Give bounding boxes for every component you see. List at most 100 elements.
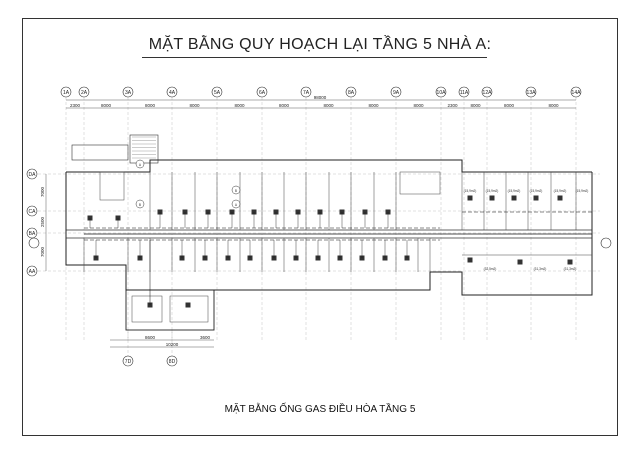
grid-label-AA: AA: [29, 269, 36, 275]
grid-label-2A: 2A: [81, 90, 88, 96]
top-dim-11: 8000: [504, 103, 515, 108]
ac-indoor-unit: [185, 302, 191, 308]
grid-bubble-8A: [345, 86, 357, 98]
outer-wall: [65, 172, 593, 296]
top-dim-2: 8000: [145, 103, 156, 108]
room-labels: (15,9m2) (15,9m2) (15,9m2) (15,9m2) (15,9m2)…: [135, 159, 589, 271]
ac-indoor-unit: [511, 195, 517, 201]
grid-bubble-11A: [458, 86, 470, 98]
drawing-title: MẶT BẰNG QUY HOẠCH LẠI TẦNG 5 NHÀ A:: [148, 36, 492, 53]
grid-label-4A: 4A: [169, 90, 176, 96]
grid-label-9A: 9A: [393, 90, 400, 96]
section-marker-2: [231, 199, 241, 209]
drawing-frame: [22, 18, 618, 436]
grid-bubble-9A: [390, 86, 402, 98]
room-area-label-2: (15,9m2): [508, 189, 521, 193]
section-marker-3: [231, 185, 241, 195]
section-marker-1: [135, 199, 145, 209]
grid-label-12A: 12A: [483, 90, 493, 96]
grid-label-8A: 8A: [348, 90, 355, 96]
gas-pipes: [84, 211, 592, 305]
top-dim-4: 8000: [234, 103, 245, 108]
grid-bubble-4A: [166, 86, 178, 98]
top-dim-10: 8000: [470, 103, 481, 108]
section-marker-label-1: B: [139, 203, 141, 207]
ac-indoor-unit: [567, 259, 573, 265]
room-area-label-0: (15,9m2): [464, 189, 477, 193]
south-room-a: [131, 295, 163, 323]
north-wall: [66, 159, 592, 173]
room-partitions: [66, 172, 592, 272]
stair-core-east: [399, 171, 441, 195]
ac-indoor-unit: [467, 195, 473, 201]
dimension-lines: 98000 2300 8000 8000 8000 8000 8000 8000 8000 800…: [40, 95, 576, 348]
grid-bubble-7D: [122, 355, 134, 367]
grid-bubble-2A: [78, 86, 90, 98]
grid-bubble-DA: [26, 168, 38, 180]
room-area-label-1: (15,9m2): [486, 189, 499, 193]
ac-indoor-unit: [467, 257, 473, 263]
grid-bubble-1A: [60, 86, 72, 98]
elevator-core: [99, 171, 125, 201]
grid-label-7A: 7A: [303, 90, 310, 96]
section-marker-label-3: B: [235, 189, 237, 193]
room-area-label-7: (31,3m2): [534, 267, 547, 271]
left-dim-0: 7000: [40, 186, 45, 197]
ac-units: [87, 195, 573, 308]
top-dim-8: 8000: [413, 103, 424, 108]
grid-label-13A: 13A: [527, 90, 537, 96]
bottom-dim-2: 3600: [200, 335, 211, 340]
section-marker-label-0: A: [139, 163, 142, 167]
top-dim-6: 8000: [323, 103, 334, 108]
ac-indoor-unit: [533, 195, 539, 201]
bottom-dim-1: 10200: [166, 342, 179, 347]
grid-bubble-CA: [26, 205, 38, 217]
building-walls: [65, 134, 593, 331]
grid-bubble-BA: [26, 227, 38, 239]
overall-dim-text: 98000: [314, 95, 327, 100]
grid-label-DA: DA: [29, 172, 37, 178]
grid-bubble-8D: [166, 355, 178, 367]
south-room-b: [169, 295, 209, 323]
grid-label-CA: CA: [29, 209, 37, 215]
title-underline: [142, 57, 487, 58]
grid-bubble-12A: [481, 86, 493, 98]
section-mark-right: [600, 237, 612, 249]
room-area-label-6: (32,5m2): [484, 267, 497, 271]
room-area-label-3: (15,9m2): [530, 189, 543, 193]
drawing-subtitle: MẶT BẰNG ỐNG GAS ĐIỀU HÒA TẦNG 5: [224, 404, 416, 415]
grid-bubble-10A: [435, 86, 447, 98]
room-area-label-4: (15,9m2): [554, 189, 567, 193]
grid-bottom: 7D 8D: [122, 330, 178, 367]
grid-bubble-5A: [211, 86, 223, 98]
grid-label-11A: 11A: [460, 90, 469, 96]
top-dim-3: 8000: [189, 103, 200, 108]
section-marker-label-2: A: [235, 203, 238, 207]
top-dim-1: 8000: [101, 103, 112, 108]
grid-label-8D: 8D: [169, 359, 176, 365]
left-dim-2: 7000: [40, 246, 45, 257]
grid-bubble-AA: [26, 265, 38, 277]
room-area-label-5: (15,9m2): [576, 189, 589, 193]
top-dim-12: 8000: [548, 103, 559, 108]
south-wing: [125, 289, 215, 331]
grid-bubble-14A: [570, 86, 582, 98]
ac-indoor-unit: [489, 195, 495, 201]
grid-label-7D: 7D: [125, 359, 132, 365]
grid-bubble-7A: [300, 86, 312, 98]
top-dim-9: 2300: [447, 103, 458, 108]
ac-indoor-unit: [557, 195, 563, 201]
grid-label-10A: 10A: [437, 90, 447, 96]
north-annex: [71, 144, 129, 161]
stair-block: [129, 134, 159, 164]
grid-label-BA: BA: [29, 231, 36, 237]
grid-label-6A: 6A: [259, 90, 266, 96]
ac-indoor-unit: [517, 259, 523, 265]
top-dim-7: 8000: [368, 103, 379, 108]
grid-bubble-13A: [525, 86, 537, 98]
top-dim-0: 2300: [70, 103, 81, 108]
top-dim-5: 8000: [279, 103, 290, 108]
grid-bubble-3A: [122, 86, 134, 98]
